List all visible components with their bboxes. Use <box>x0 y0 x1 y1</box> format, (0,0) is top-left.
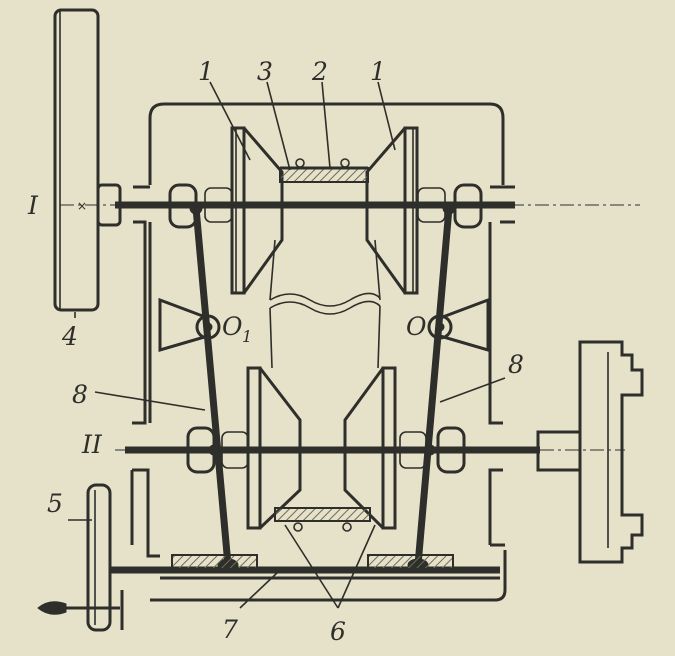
upper-cone-pulley-right <box>365 126 419 295</box>
svg-text:×: × <box>77 199 87 213</box>
label-part-4: 4 <box>61 322 78 351</box>
lever-8-right <box>407 201 456 572</box>
label-shaft-I: I <box>27 191 39 220</box>
belt-break <box>269 239 381 369</box>
label-part-8-right: 8 <box>508 350 524 379</box>
screw-shaft-7 <box>110 554 500 580</box>
chuck <box>536 340 644 564</box>
leader-lines <box>68 81 506 609</box>
handwheel-5 <box>37 483 120 632</box>
label-pivot-O: O <box>406 312 427 341</box>
label-part-3: 3 <box>257 57 273 86</box>
belt-lower <box>274 507 371 532</box>
label-part-7: 7 <box>222 615 238 644</box>
housing <box>120 102 515 630</box>
label-part-1-right: 1 <box>370 57 386 86</box>
part-labels: 1 3 2 1 I 4 O 1 O 8 8 II 5 7 6 <box>27 57 524 646</box>
upper-cone-pulley-left <box>230 126 284 295</box>
label-part-5: 5 <box>47 489 63 518</box>
label-part-1-left: 1 <box>198 57 214 86</box>
label-pivot-O1: O <box>222 312 243 341</box>
belt-upper <box>279 158 369 183</box>
label-part-8-left: 8 <box>72 380 88 409</box>
label-part-2: 2 <box>311 57 328 86</box>
handwheel-4: × <box>53 8 122 312</box>
label-shaft-II: II <box>81 430 103 459</box>
label-part-6: 6 <box>330 617 346 646</box>
label-pivot-O1-sub: 1 <box>242 327 252 346</box>
